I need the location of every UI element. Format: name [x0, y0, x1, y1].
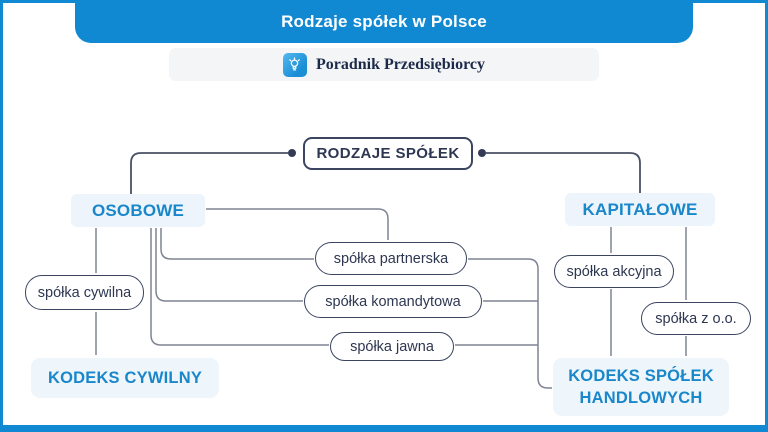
wire-root-to-osobowe — [130, 152, 288, 194]
page-title: Rodzaje spółek w Polsce — [281, 11, 487, 31]
node-spolka-zoo-label: spółka z o.o. — [655, 310, 737, 327]
wire-root-to-kapitalowe — [486, 152, 641, 193]
wire-osobowe-partnerska-top — [206, 208, 389, 240]
node-kodeks-handlowy: KODEKS SPÓŁEK HANDLOWYCH — [553, 358, 729, 416]
wire-osobowe-komandytowa — [155, 228, 303, 302]
lightbulb-icon — [282, 52, 307, 77]
node-spolka-jawna: spółka jawna — [330, 332, 454, 361]
node-spolka-akcyjna-label: spółka akcyjna — [566, 263, 662, 280]
node-spolka-akcyjna: spółka akcyjna — [554, 255, 674, 288]
wire-osobowe-partnerska — [160, 228, 314, 260]
node-osobowe-label: OSOBOWE — [91, 200, 185, 220]
node-spolka-komandytowa-label: spółka komandytowa — [325, 293, 461, 310]
wire-dot-left — [288, 149, 296, 157]
node-rodzaje-spolek-label: RODZAJE SPÓŁEK — [316, 145, 460, 162]
wire-osobowe-jawna — [150, 228, 329, 346]
node-kapitalowe: KAPITAŁOWE — [565, 193, 715, 226]
node-spolka-partnerska: spółka partnerska — [315, 242, 467, 275]
wire-dot-right — [478, 149, 486, 157]
node-spolka-cywilna: spółka cywilna — [25, 275, 144, 310]
brand-pill: Poradnik Przedsiębiorcy — [169, 48, 599, 81]
node-kodeks-cywilny: KODEKS CYWILNY — [31, 358, 219, 398]
node-spolka-cywilna-label: spółka cywilna — [37, 284, 132, 301]
brand-name: Poradnik Przedsiębiorcy — [315, 55, 486, 73]
node-spolka-jawna-label: spółka jawna — [350, 338, 434, 355]
wire-partnerska-collector — [468, 258, 552, 389]
node-kapitalowe-label: KAPITAŁOWE — [582, 199, 698, 219]
node-spolka-zoo: spółka z o.o. — [641, 302, 751, 335]
node-kodeks-handlowy-label: KODEKS SPÓŁEK HANDLOWYCH — [568, 366, 714, 407]
node-kodeks-cywilny-label: KODEKS CYWILNY — [47, 368, 203, 387]
node-spolka-komandytowa: spółka komandytowa — [304, 285, 482, 318]
node-osobowe: OSOBOWE — [71, 194, 205, 227]
node-spolka-partnerska-label: spółka partnerska — [333, 250, 449, 267]
node-rodzaje-spolek: RODZAJE SPÓŁEK — [303, 137, 473, 170]
header-bar: Rodzaje spółek w Polsce — [75, 3, 693, 43]
